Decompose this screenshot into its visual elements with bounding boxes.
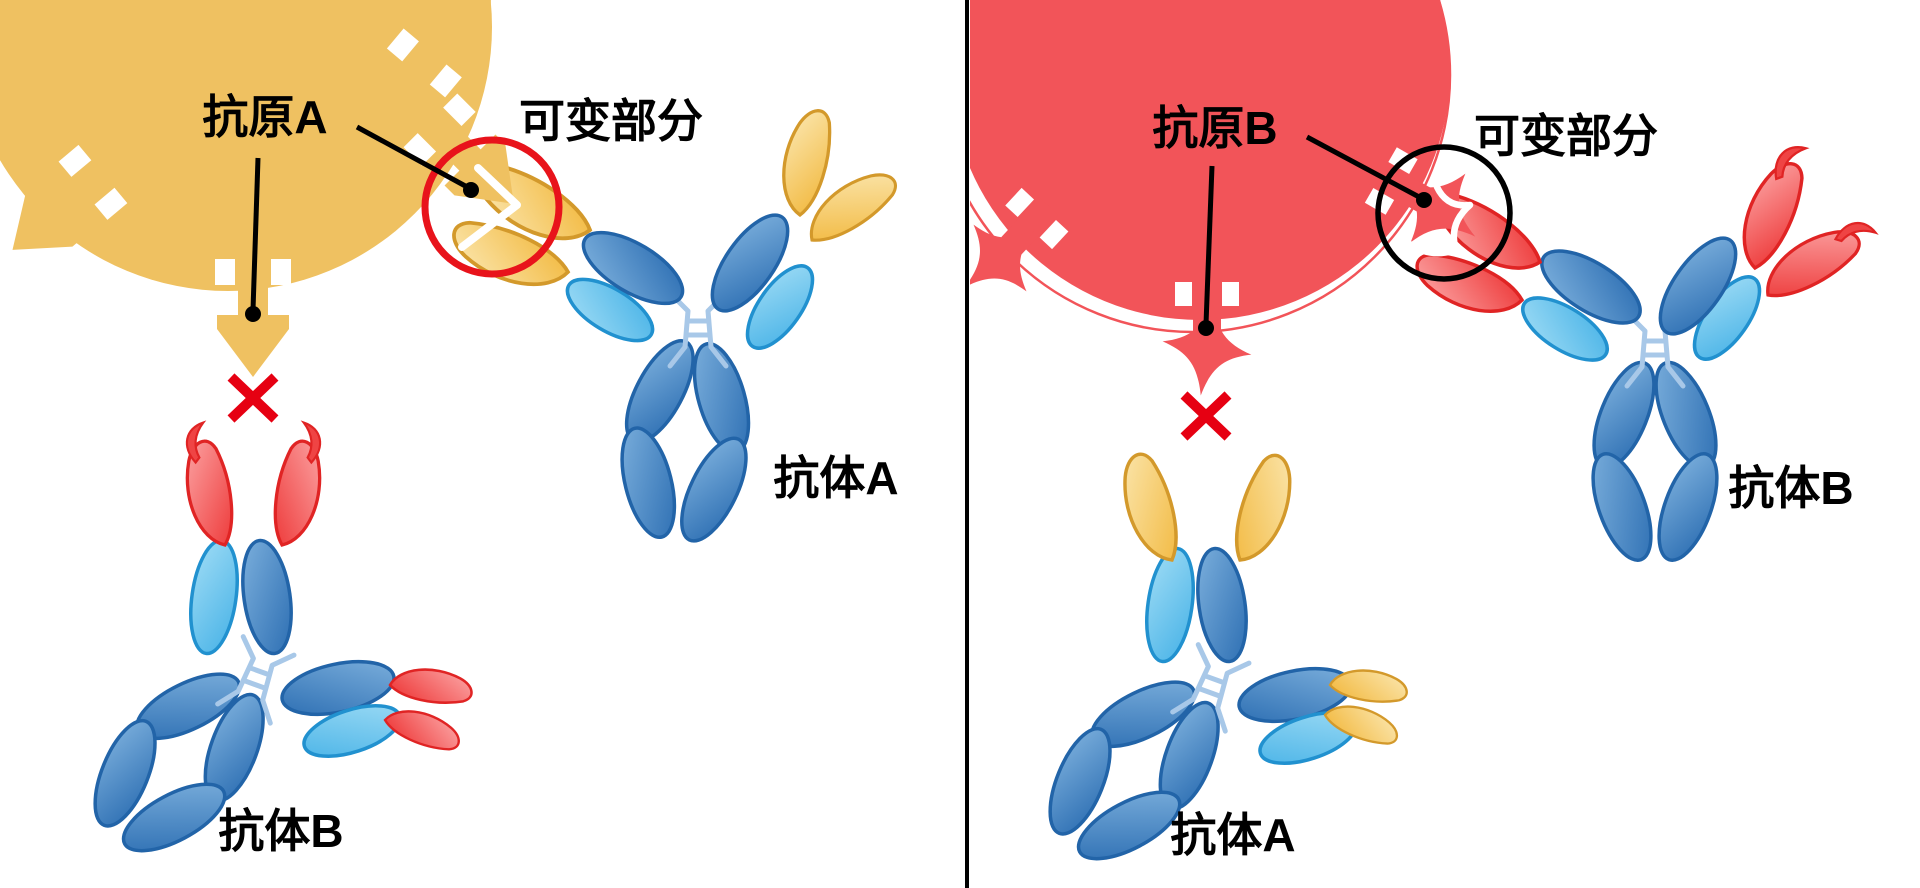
antibody-b-label-left: 抗体B	[218, 805, 343, 857]
antibody-a-bound	[442, 103, 906, 556]
variable-tip-yellow	[1114, 447, 1187, 570]
pointer-dot	[1198, 320, 1214, 336]
variable-tip-red	[270, 420, 328, 549]
variable-region-highlight-red-circle	[421, 136, 563, 278]
light-chain-domain	[1145, 546, 1195, 664]
heavy-chain-domain	[1196, 546, 1248, 664]
light-chain-domain	[1521, 296, 1609, 362]
binding-notch-outline	[458, 164, 521, 251]
pointer-dot	[463, 182, 479, 198]
antibody-stem	[599, 324, 773, 556]
light-chain-domain	[565, 277, 655, 343]
binding-notch-outline	[1398, 183, 1474, 257]
antibody-a-label-left: 抗体A	[773, 452, 898, 504]
antigen-a-circle	[0, 0, 492, 291]
antigen-b-blob	[970, 0, 1452, 403]
heavy-chain-domain	[581, 230, 685, 306]
right-panel: 抗原B 可变部分 抗体B 抗体A	[970, 0, 1884, 888]
heavy-chain-domain	[1540, 249, 1642, 325]
pointer-line	[355, 124, 471, 191]
variable-region-label-right: 可变部分	[1474, 110, 1658, 162]
variable-tip-red	[179, 420, 237, 549]
antibody-b-label-right: 抗体B	[1728, 462, 1853, 514]
heavy-chain-domain	[710, 213, 790, 313]
antibody-a-mismatched	[1007, 447, 1411, 888]
antigen-b-circle	[970, 0, 1450, 320]
variable-tip-yellow	[1225, 448, 1302, 571]
antigen-b-label: 抗原B	[1152, 102, 1277, 154]
antibody-b-bound	[1406, 137, 1884, 570]
heavy-chain-domain	[1658, 236, 1738, 336]
antigen-a-label: 抗原A	[202, 91, 327, 143]
mismatch-x-icon	[227, 373, 279, 423]
panel-divider	[965, 0, 969, 888]
pointer-line	[1203, 165, 1215, 325]
variable-tip-red	[387, 661, 476, 710]
antigen-a-blob	[0, 0, 520, 377]
light-chain-domain	[745, 264, 815, 350]
antigen-b-epitope-star-left-icon	[970, 173, 1084, 329]
pointer-dot	[1416, 192, 1432, 208]
light-chain-domain	[189, 538, 239, 656]
pointer-line	[250, 157, 261, 311]
variable-region-label-left: 可变部分	[519, 95, 703, 147]
pointer-dot	[245, 306, 261, 322]
left-panel: 抗原A 可变部分 抗体A 抗体B	[0, 0, 906, 888]
mismatch-x-icon	[1180, 391, 1232, 441]
antigen-b-epitope-star-bottom-icon	[1156, 273, 1258, 403]
variable-region-highlight-black-circle	[1375, 144, 1513, 282]
antibody-stem	[1579, 352, 1731, 570]
pointer-line	[1305, 134, 1423, 201]
antibody-a-label-right: 抗体A	[1170, 809, 1295, 861]
antibody-b-mismatched	[52, 420, 476, 888]
heavy-chain-domain	[241, 538, 293, 656]
